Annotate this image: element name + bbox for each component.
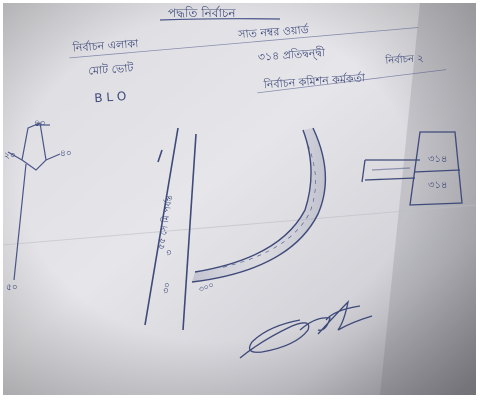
note-lines: নির্বাচন এলাকা সাত নম্বর ওয়ার্ড মোট ভোট… [69, 23, 447, 105]
left-sketch-mid-b: ৪০ [60, 149, 72, 159]
vertical-number: ৩ [164, 249, 175, 257]
line1-right: সাত নম্বর ওয়ার্ড [237, 23, 310, 41]
box-top-label: ৩১৪ [428, 154, 447, 165]
header-text: পদ্ধতি নির্বাচন [168, 6, 236, 20]
left-sketch-mid-a: ২০ [4, 151, 16, 161]
vertical-pipe [144, 127, 197, 331]
left-sketch [7, 122, 61, 281]
line1-left: নির্বাচন এলাকা [71, 37, 139, 55]
box-bottom-label: ৩১৪ [428, 180, 447, 191]
line2-left: মোট ভোট [88, 61, 135, 77]
bottom-label: ৩০ [161, 282, 173, 295]
line3-left: B L O [94, 89, 127, 105]
left-sketch-top: ৪০ [34, 119, 46, 129]
line2-right: ৩১৪ প্রতিদ্বন্দ্বী [257, 46, 326, 64]
left-sketch-bottom: ৫০ [6, 283, 18, 293]
signature [239, 300, 373, 359]
curved-tube [191, 127, 327, 283]
stacked-box [361, 131, 463, 206]
line2-far: নির্বাচন ২ [384, 52, 424, 67]
note-header: পদ্ধতি নির্বাচন [159, 6, 281, 21]
